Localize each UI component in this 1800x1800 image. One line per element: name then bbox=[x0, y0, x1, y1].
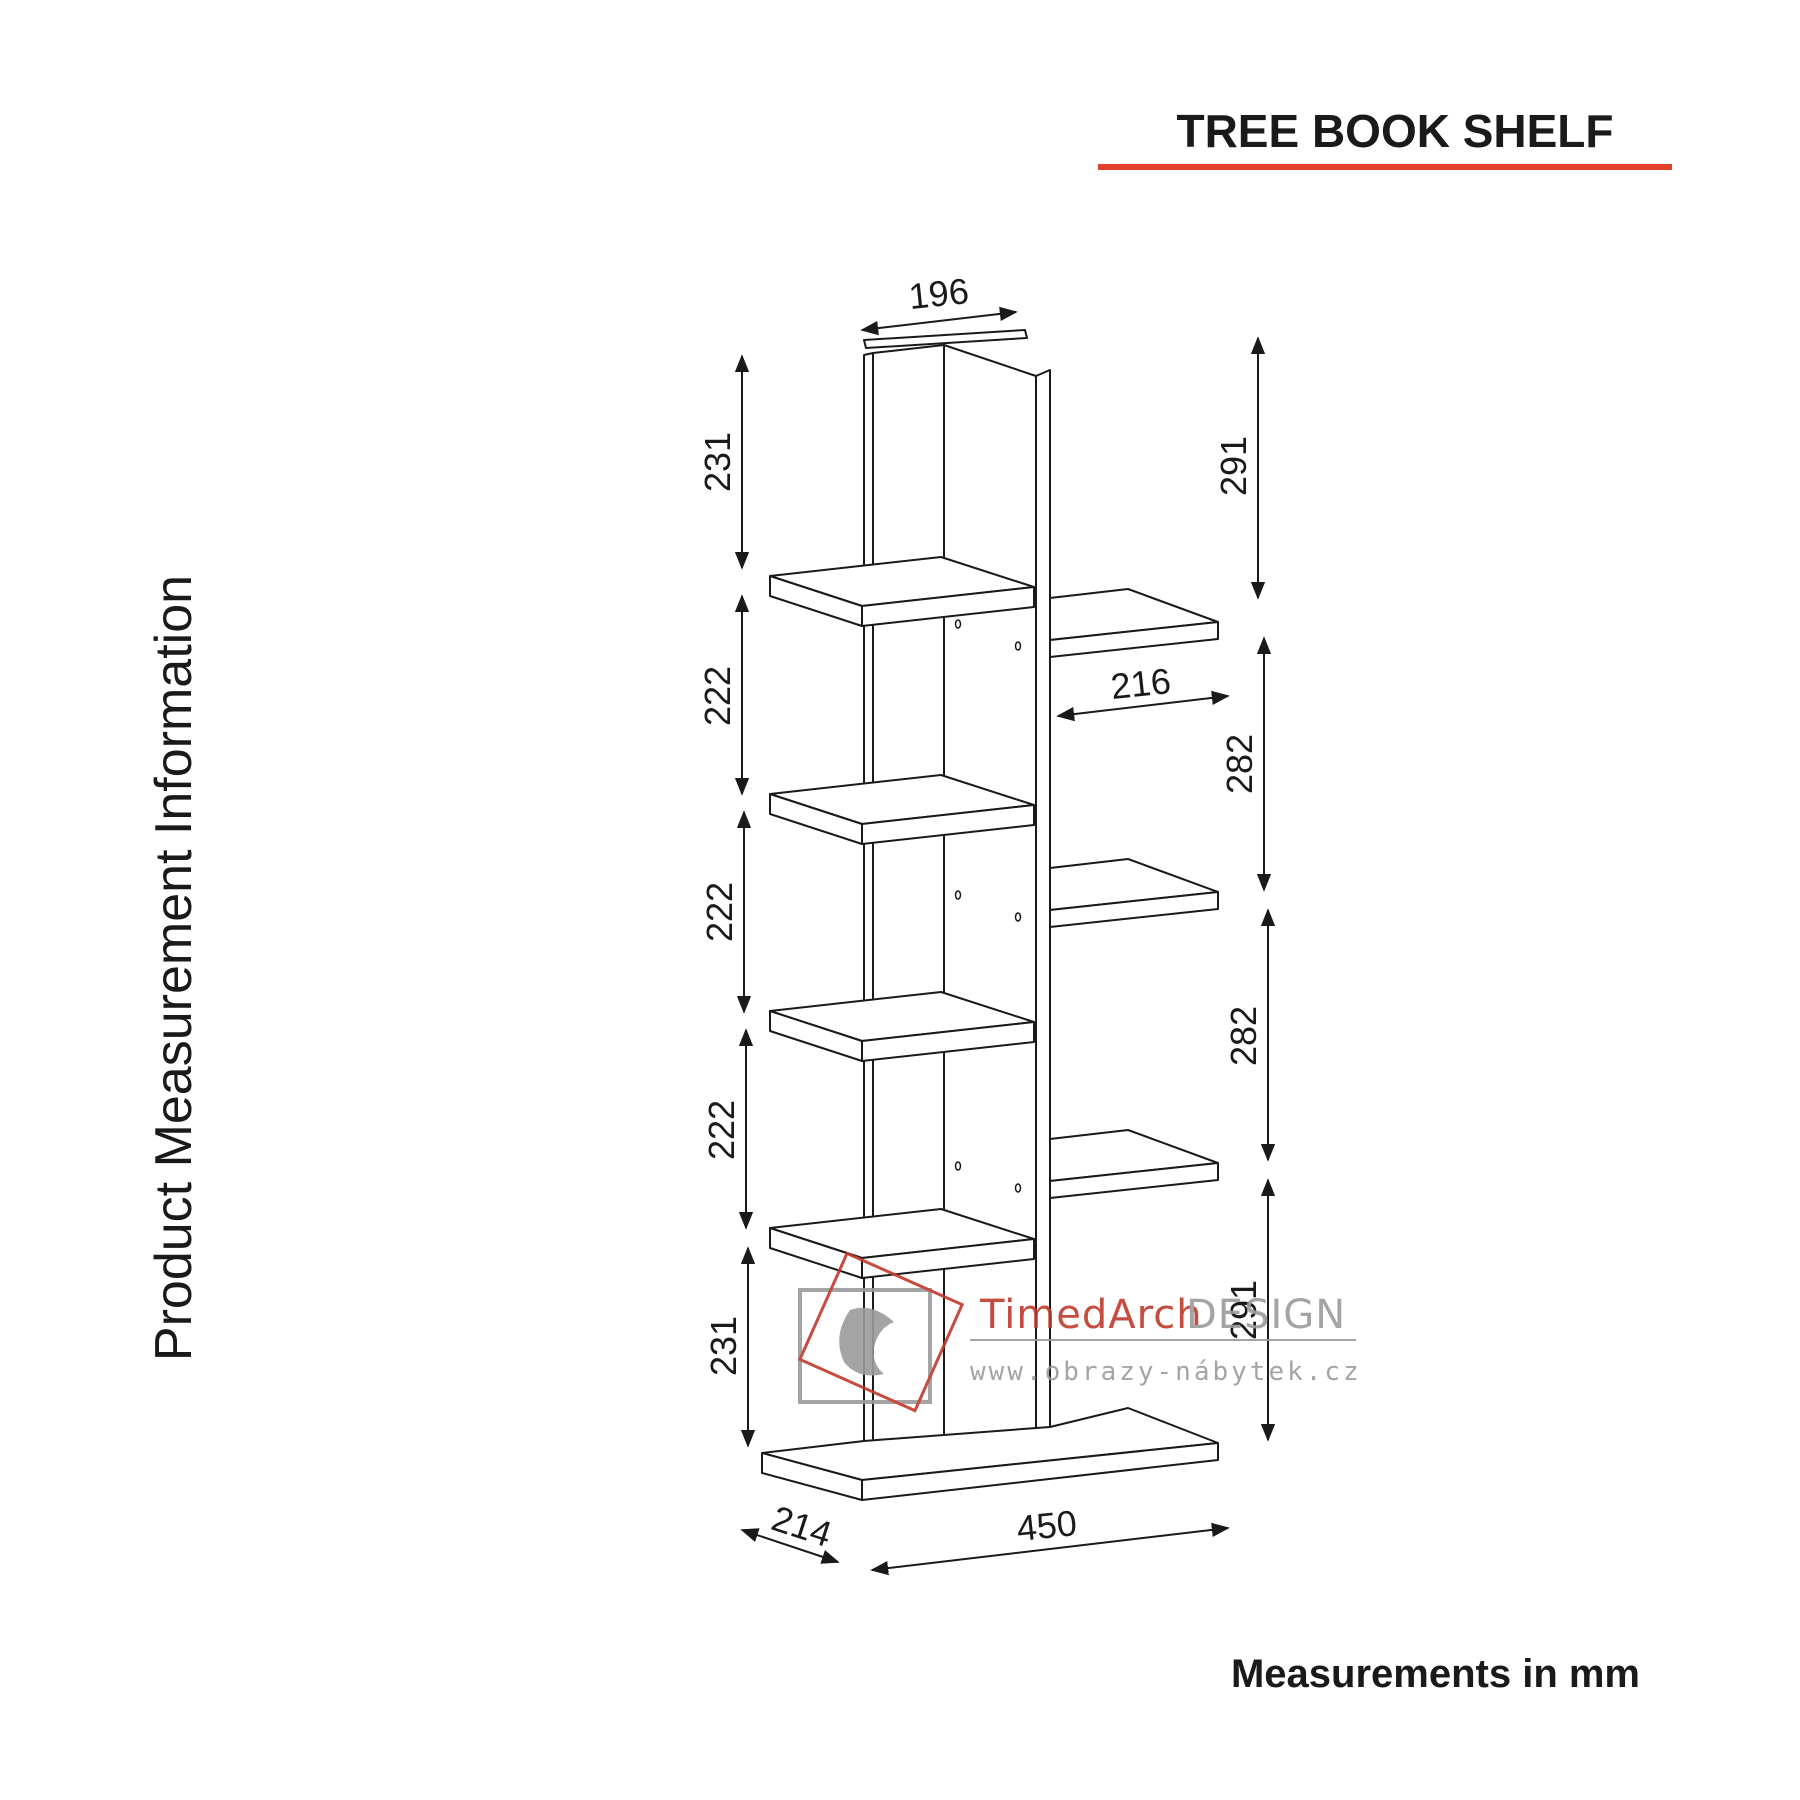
chair-icon bbox=[839, 1307, 894, 1376]
dim-left-1: 231 bbox=[697, 432, 738, 492]
dim-left-4: 222 bbox=[701, 1100, 742, 1160]
watermark-logo-square-rotated bbox=[797, 1251, 965, 1413]
dim-line-top-width bbox=[860, 306, 1018, 336]
dim-line-base-width bbox=[870, 1522, 1230, 1576]
screw-hole bbox=[1014, 641, 1022, 651]
dim-left-3: 222 bbox=[699, 882, 740, 942]
left-shelf-4-side bbox=[861, 1238, 1035, 1279]
watermark-url: www.obrazy-nábytek.cz bbox=[970, 1357, 1362, 1387]
right-shelf-2-side bbox=[1049, 891, 1219, 928]
right-shelf-1-side bbox=[1049, 621, 1219, 658]
dim-depth: 214 bbox=[767, 1497, 837, 1555]
left-post bbox=[863, 352, 874, 1445]
left-shelf-3-side bbox=[861, 1021, 1035, 1062]
watermark-logo-square bbox=[798, 1288, 932, 1404]
dim-right-1: 291 bbox=[1213, 436, 1254, 496]
dim-right-4: 291 bbox=[1223, 1280, 1264, 1340]
dim-right-3: 282 bbox=[1223, 1006, 1264, 1066]
screw-hole bbox=[954, 890, 962, 900]
left-shelf-1-side bbox=[861, 586, 1035, 627]
title-underline bbox=[1098, 164, 1672, 170]
watermark: TimedArch DESIGN www.obrazy-nábytek.cz bbox=[797, 1251, 1362, 1413]
left-shelf-2-side bbox=[861, 804, 1035, 845]
right-shelf-3-side bbox=[1049, 1162, 1219, 1199]
dim-base-width: 450 bbox=[1015, 1502, 1079, 1549]
screw-hole bbox=[954, 1161, 962, 1171]
base-board-side bbox=[861, 1442, 1219, 1501]
left-post-inner bbox=[872, 344, 945, 1443]
dim-line-depth bbox=[740, 1528, 840, 1564]
dim-left-5: 231 bbox=[703, 1316, 744, 1376]
dim-top-width: 196 bbox=[907, 270, 971, 317]
screw-hole bbox=[1014, 1183, 1022, 1193]
dim-right-2: 282 bbox=[1219, 734, 1260, 794]
screw-hole bbox=[954, 619, 962, 629]
dim-right-shelf-width: 216 bbox=[1109, 660, 1173, 707]
screw-hole bbox=[1014, 912, 1022, 922]
units-note: Measurements in mm bbox=[1230, 1652, 1640, 1696]
watermark-brand-1: TimedArch bbox=[979, 1292, 1203, 1338]
watermark-brand-2: DESIGN bbox=[1186, 1292, 1346, 1338]
page-title: TREE BOOK SHELF bbox=[1176, 105, 1614, 157]
dim-line-right-shelf-width bbox=[1056, 690, 1230, 722]
dim-left-2: 222 bbox=[697, 666, 738, 726]
